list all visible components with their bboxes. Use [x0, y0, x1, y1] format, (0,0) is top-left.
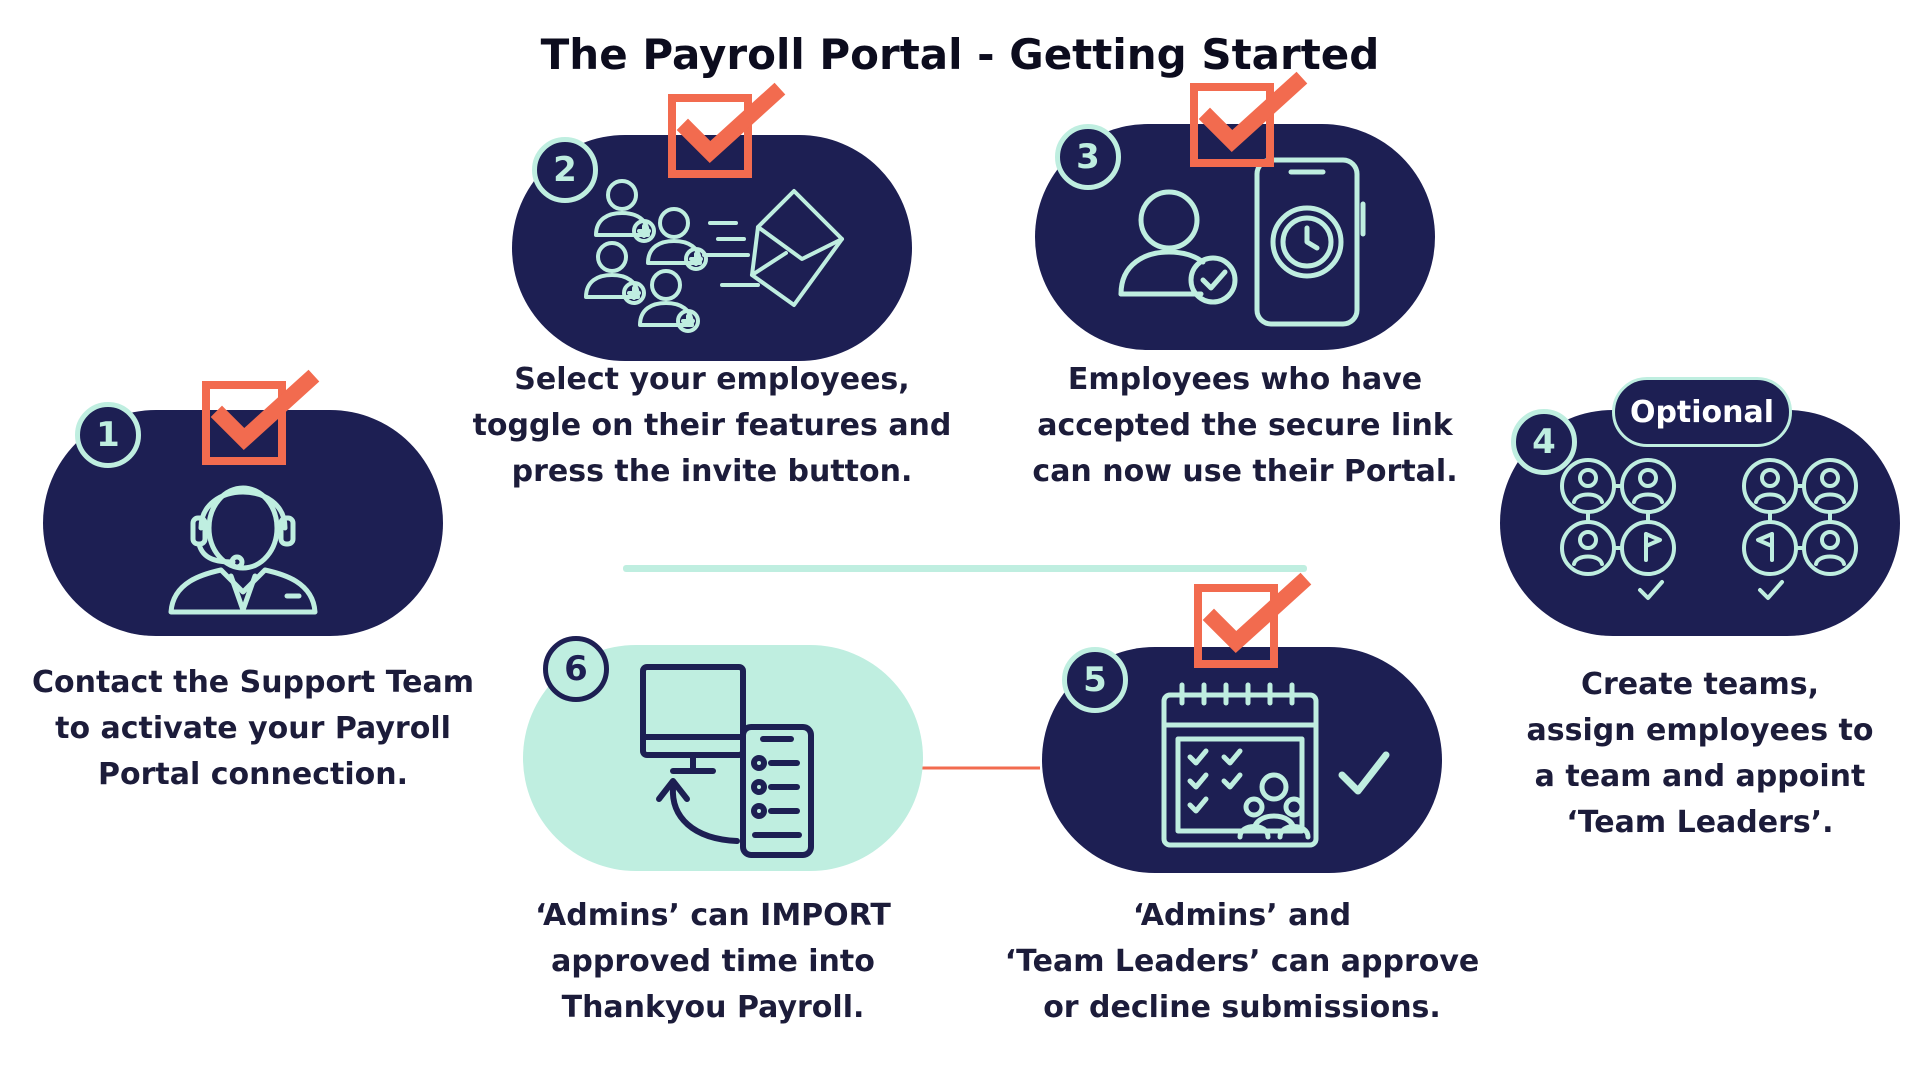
step-1-number: 1: [75, 402, 141, 468]
support-agent-icon: [168, 485, 318, 615]
user-phone-clock-icon: [1118, 157, 1366, 327]
step-3-check-icon: [1190, 71, 1308, 167]
step-2-number: 2: [532, 137, 598, 203]
add-users-email-icon: [584, 179, 844, 333]
step-3-description: Employees who have accepted the secure l…: [1032, 362, 1458, 489]
step-5-description: ‘Admins’ and ‘Team Leaders’ can approve …: [1004, 898, 1480, 1025]
step-5-number: 5: [1062, 647, 1128, 713]
step-4-description: Create teams, assign employees to a team…: [1526, 667, 1874, 840]
divider-line: [623, 565, 1307, 572]
import-computer-icon: [640, 664, 814, 858]
step-1-description: Contact the Support Team to activate you…: [31, 665, 475, 792]
step-3-number: 3: [1055, 124, 1121, 190]
page-title: The Payroll Portal - Getting Started: [540, 30, 1380, 79]
step-6-description: ‘Admins’ can IMPORT approved time into T…: [535, 898, 891, 1025]
step-5-check-icon: [1194, 572, 1312, 668]
optional-badge: Optional: [1612, 377, 1792, 447]
step-1-check-icon: [202, 369, 320, 465]
step-2-description: Select your employees, toggle on their f…: [472, 362, 952, 489]
calendar-approval-icon: [1161, 682, 1390, 848]
step-2-check-icon: [668, 82, 786, 178]
step-4-number: 4: [1511, 409, 1577, 475]
teams-leaders-icon: [1560, 458, 1858, 600]
step-6-number: 6: [543, 636, 609, 702]
